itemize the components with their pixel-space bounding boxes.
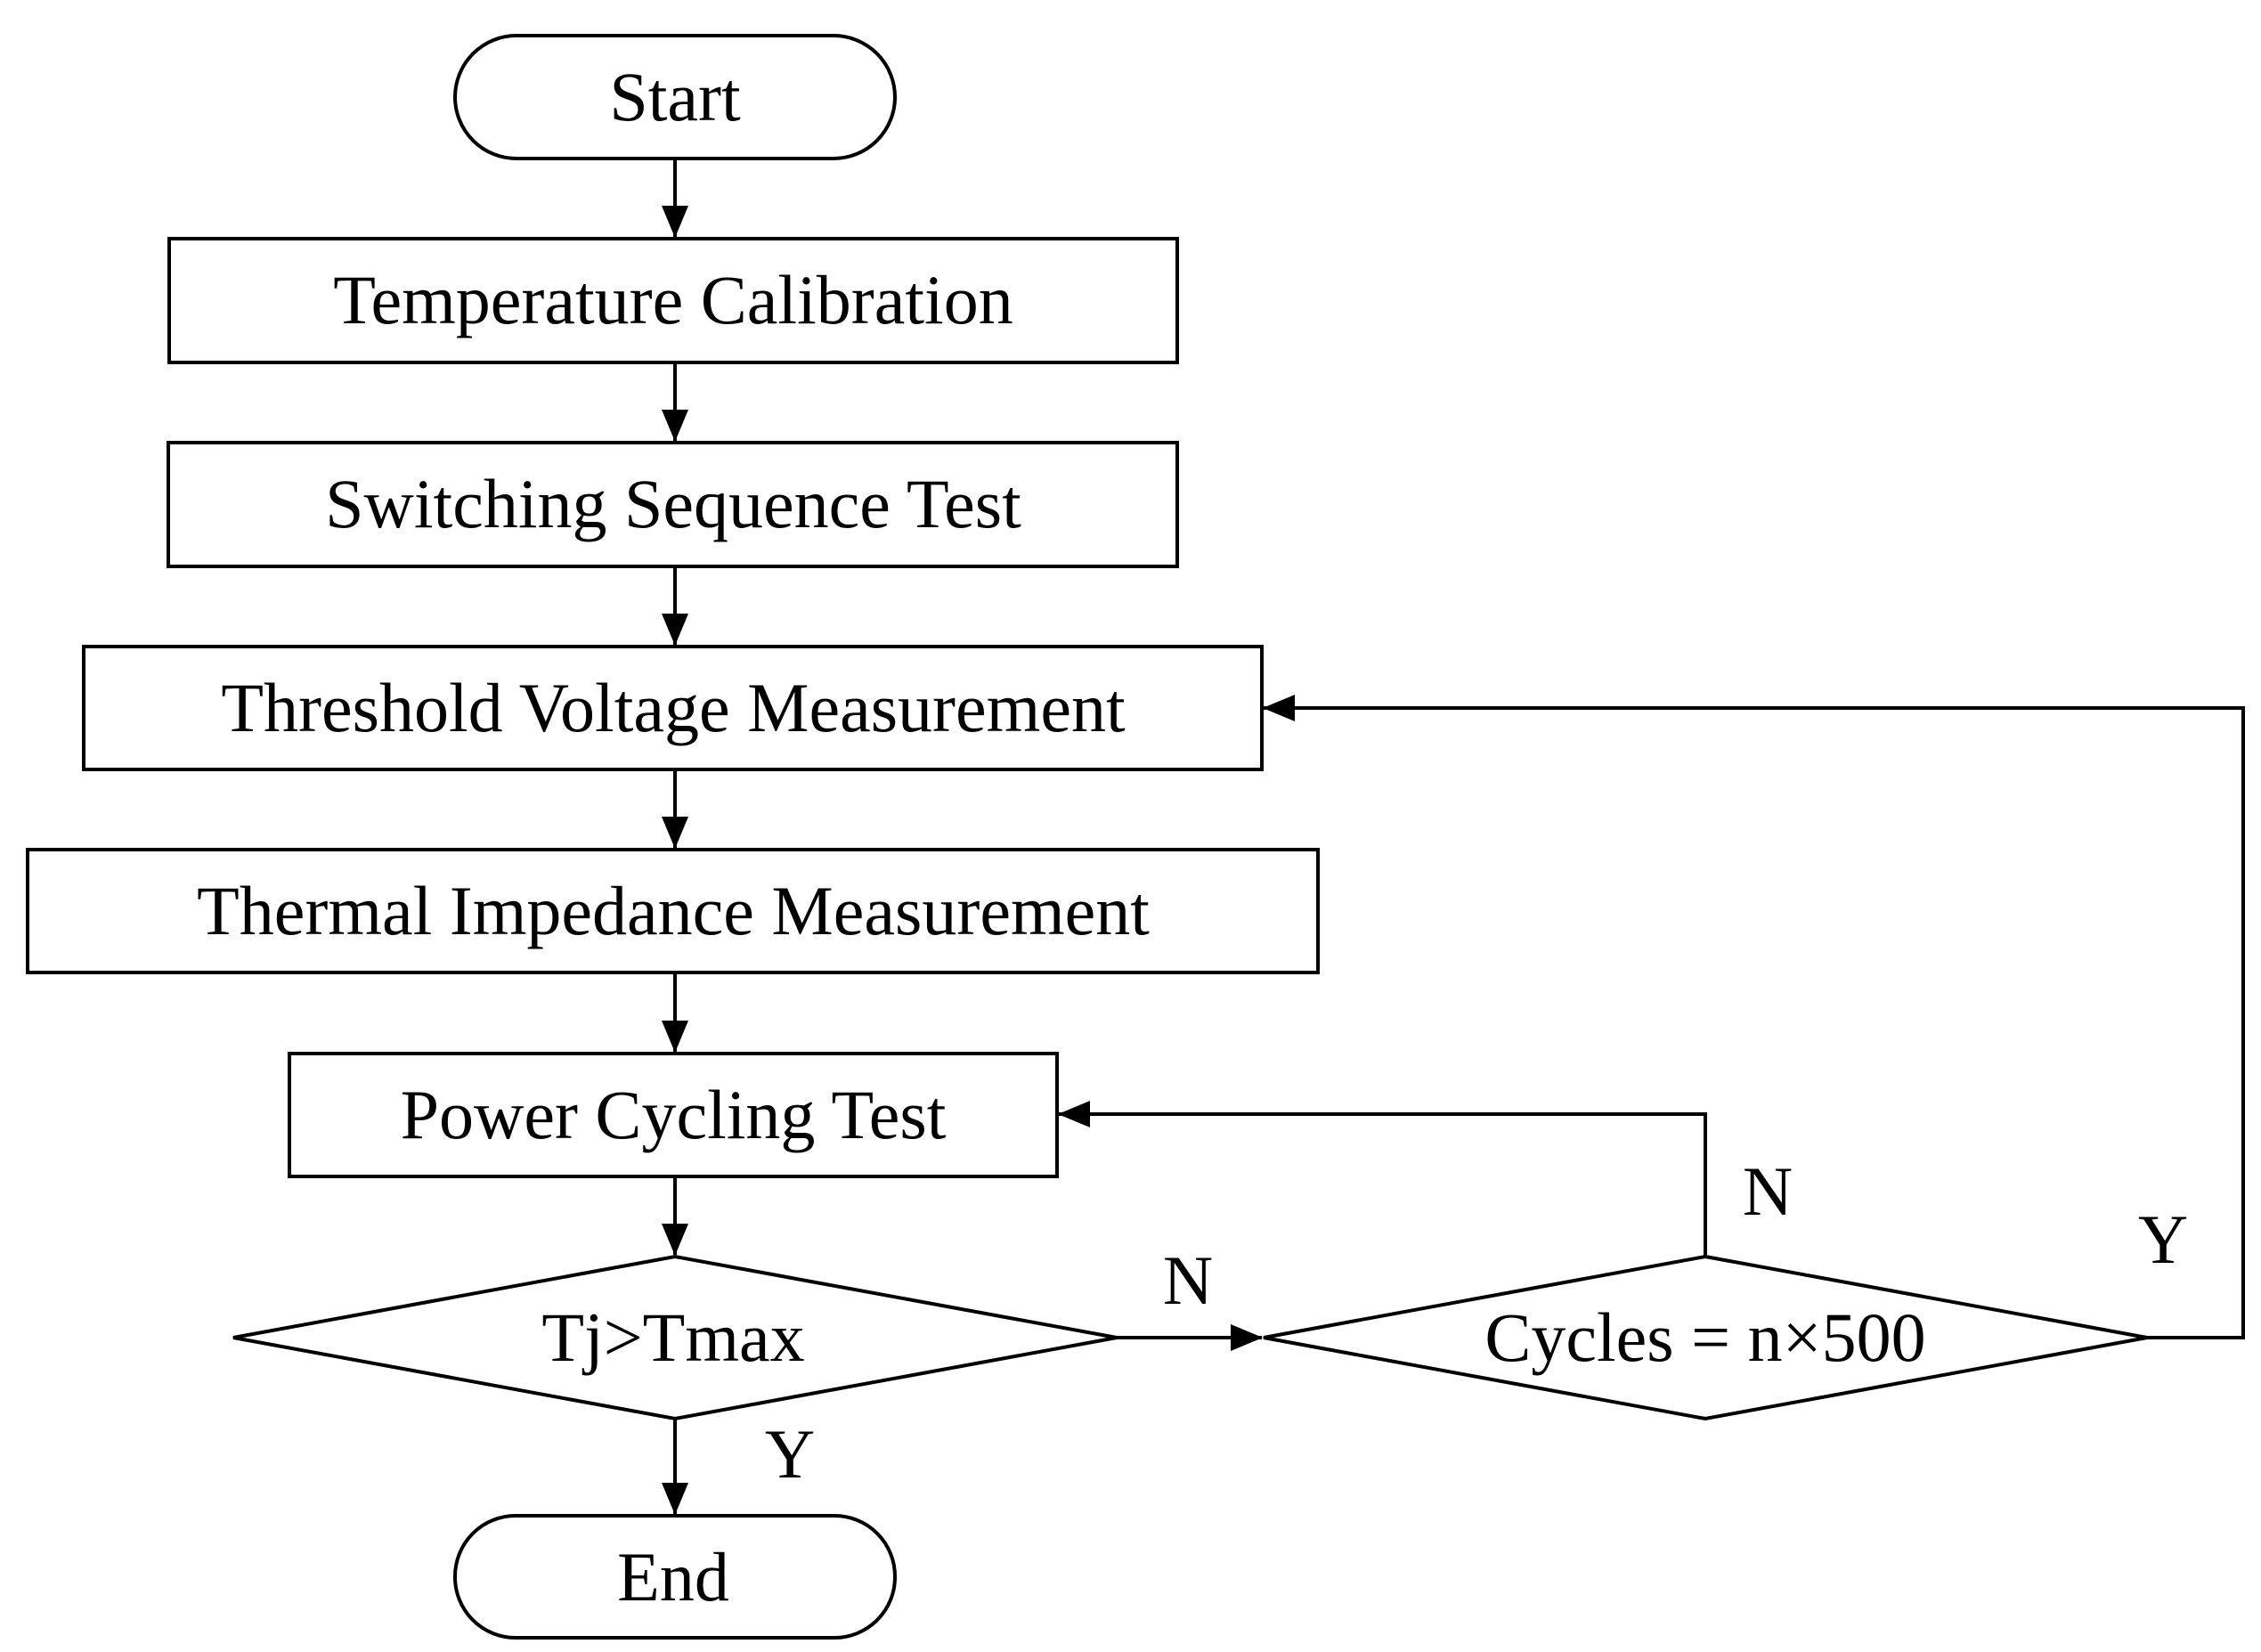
tj-no-label: N — [1162, 1241, 1214, 1319]
tj-yes-label: Y — [764, 1415, 816, 1493]
thermal-impedance-measurement-box — [26, 848, 1320, 974]
temperature-calibration-label: Temperature Calibration — [333, 261, 1013, 338]
arrow-cycles-yes-to-threshold — [1263, 695, 2245, 1339]
power-cycling-test-label: Power Cycling Test — [400, 1076, 947, 1153]
cycles-yes-label: Y — [2137, 1200, 2189, 1278]
switching-sequence-test-box — [167, 441, 1179, 568]
threshold-voltage-measurement-box — [82, 645, 1264, 771]
tj-decision-label: Tj>Tmax — [541, 1298, 805, 1376]
cycles-decision-label: Cycles = n×500 — [1484, 1298, 1926, 1376]
end-label: End — [617, 1538, 729, 1615]
thermal-impedance-measurement-label: Thermal Impedance Measurement — [197, 872, 1150, 949]
arrow-cycles-no-to-power — [1058, 1101, 1707, 1257]
threshold-voltage-measurement-label: Threshold Voltage Measurement — [221, 669, 1126, 746]
cycles-decision-diamond — [1263, 1254, 2148, 1421]
end-terminal — [453, 1514, 897, 1640]
cycles-no-label: N — [1742, 1152, 1793, 1230]
switching-sequence-test-label: Switching Sequence Test — [325, 465, 1021, 542]
start-label: Start — [609, 58, 741, 135]
